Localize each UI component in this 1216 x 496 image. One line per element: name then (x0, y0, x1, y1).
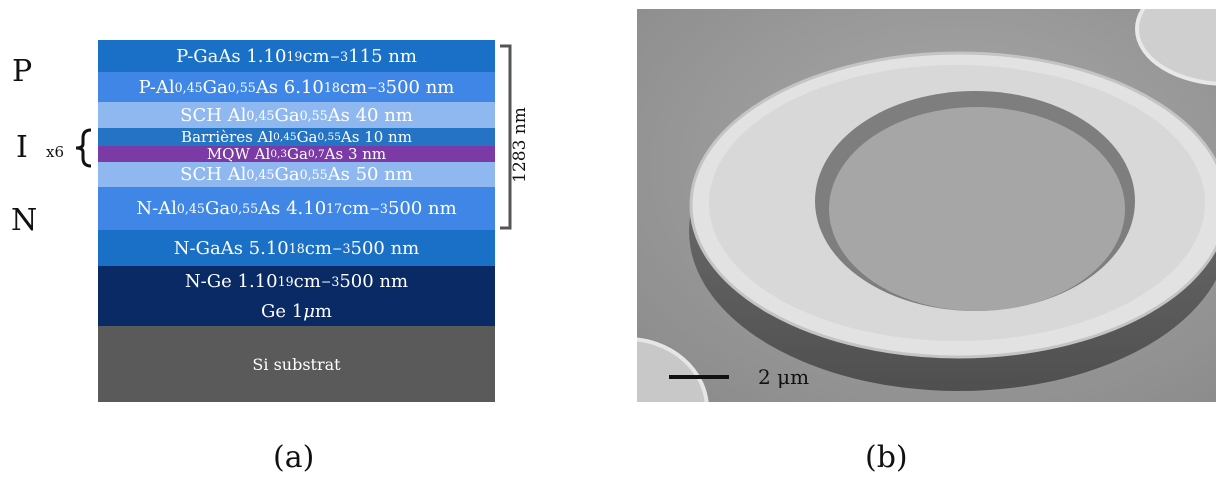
zone-label-n: N (11, 203, 38, 238)
caption-a: (a) (273, 440, 315, 475)
scale-bar-label: 2 μm (758, 365, 810, 389)
layer-si-substrat: Si substrat (98, 326, 495, 402)
left-brace (75, 128, 92, 168)
scale-bar (669, 375, 729, 379)
total-thickness-label: 1283 nm (510, 107, 530, 183)
sem-image (637, 9, 1216, 402)
right-bracket (500, 44, 512, 230)
caption-b: (b) (865, 440, 908, 475)
zone-label-i: I (16, 130, 28, 165)
repeat-label: x6 (46, 143, 65, 161)
zone-label-p: P (12, 54, 33, 89)
